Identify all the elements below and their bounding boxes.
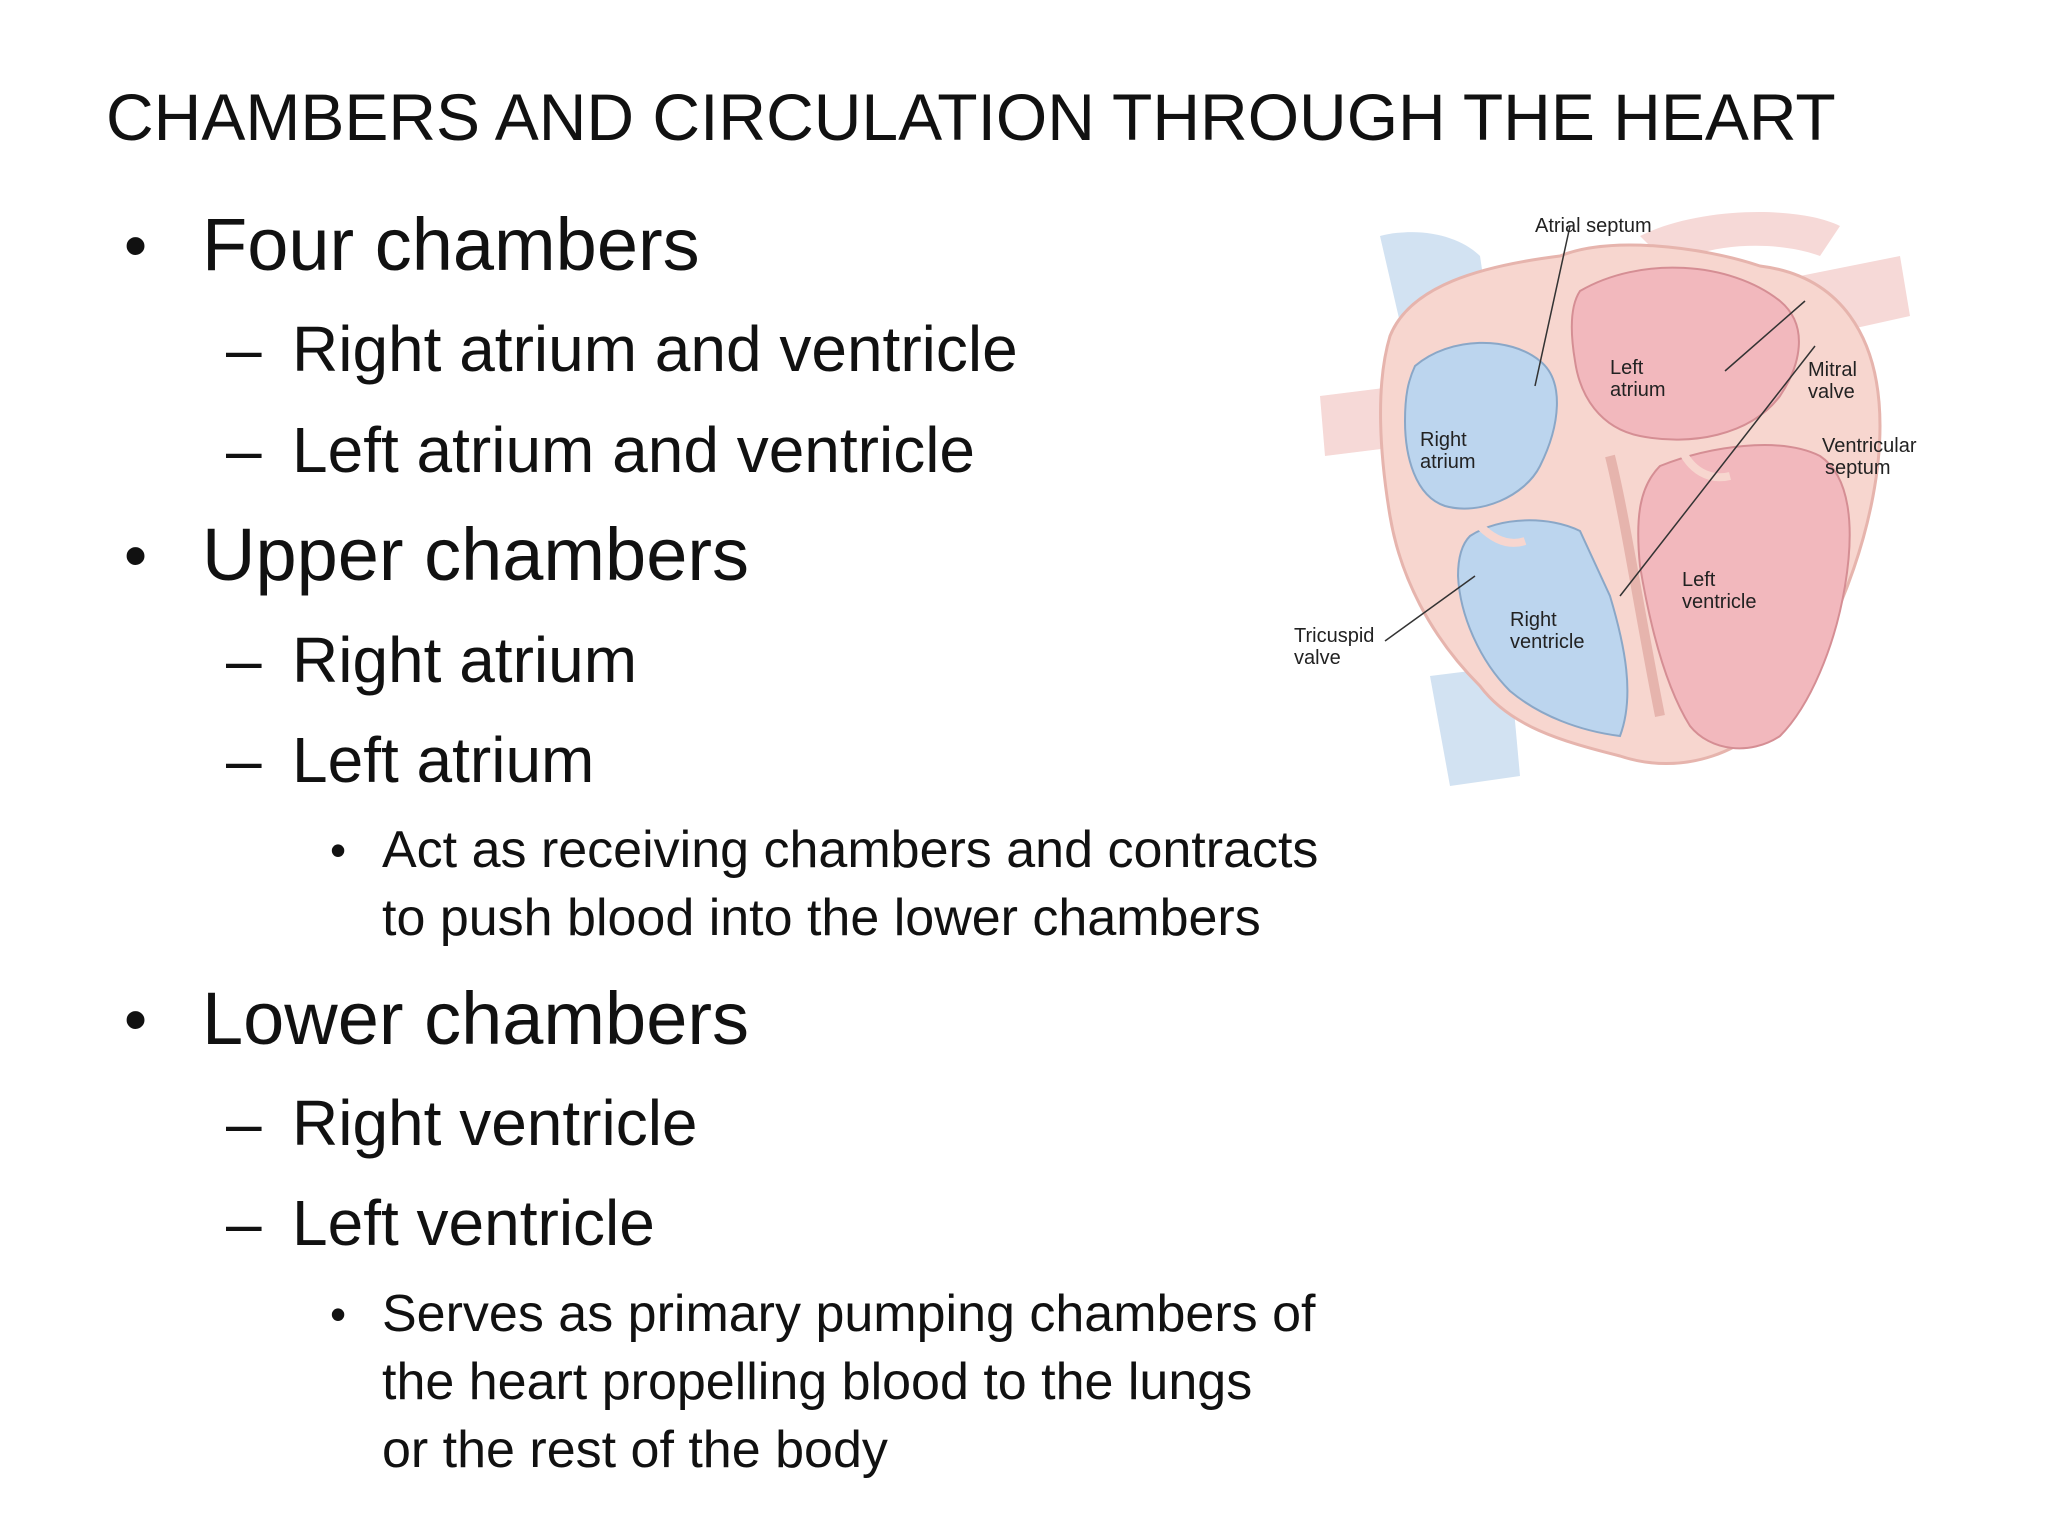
bullet-icon: • bbox=[124, 208, 148, 282]
dash-icon: – bbox=[226, 1187, 262, 1259]
label-mitral-1: Mitral bbox=[1808, 359, 1857, 381]
dash-icon: – bbox=[226, 313, 262, 385]
ventricular-septum-shape bbox=[1605, 454, 1665, 717]
leader-lines bbox=[1384, 225, 1816, 642]
label-tricuspid-2: valve bbox=[1294, 647, 1341, 669]
sub-bullet-text: Right ventricle bbox=[292, 1087, 698, 1159]
tricuspid-valve-shape bbox=[1477, 523, 1527, 547]
slide-title: CHAMBERS AND CIRCULATION THROUGH THE HEA… bbox=[106, 80, 1836, 154]
leader-tricuspid bbox=[1384, 575, 1476, 642]
right-ventricle-shape bbox=[1456, 519, 1629, 738]
bullet-icon: • bbox=[124, 518, 148, 592]
sub-sub-bullet-text: Act as receiving chambers and contracts bbox=[382, 821, 1319, 879]
heart-diagram: Atrial septum Left atrium Mitral valve R… bbox=[1294, 212, 1917, 786]
bullet-icon: • bbox=[330, 1288, 347, 1340]
dash-icon: – bbox=[226, 414, 262, 486]
sub-sub-bullet-text: or the rest of the body bbox=[382, 1421, 888, 1479]
bullet-icon: • bbox=[330, 824, 347, 876]
bullet-text: Four chambers bbox=[202, 203, 700, 286]
left-atrium-shape bbox=[1570, 266, 1800, 441]
bullet-icon: • bbox=[124, 982, 148, 1056]
leader-mitral bbox=[1724, 300, 1806, 372]
sub-bullet-text: Right atrium and ventricle bbox=[292, 313, 1018, 385]
leader-ventricular-septum bbox=[1619, 345, 1816, 597]
label-left-atrium-2: atrium bbox=[1610, 379, 1666, 401]
label-right-ventricle-1: Right bbox=[1510, 609, 1557, 631]
dash-icon: – bbox=[226, 724, 262, 796]
label-mitral-2: valve bbox=[1808, 381, 1855, 403]
sub-bullet-text: Right atrium bbox=[292, 624, 637, 696]
leader-atrial-septum bbox=[1534, 225, 1571, 387]
mitral-valve-shape bbox=[1676, 444, 1731, 482]
sub-bullet-text: Left ventricle bbox=[292, 1187, 655, 1259]
label-ventricular-septum-1: Ventricular bbox=[1822, 435, 1917, 457]
label-right-atrium-2: atrium bbox=[1420, 451, 1476, 473]
label-right-atrium-1: Right bbox=[1420, 429, 1467, 451]
sub-bullet-text: Left atrium and ventricle bbox=[292, 414, 975, 486]
label-left-ventricle-1: Left bbox=[1682, 569, 1716, 591]
dash-icon: – bbox=[226, 624, 262, 696]
dash-icon: – bbox=[226, 1087, 262, 1159]
label-right-ventricle-2: ventricle bbox=[1510, 631, 1584, 653]
bullet-text: Upper chambers bbox=[202, 513, 750, 596]
label-left-atrium-1: Left bbox=[1610, 357, 1644, 379]
label-left-ventricle-2: ventricle bbox=[1682, 591, 1756, 613]
sub-bullet-text: Left atrium bbox=[292, 724, 595, 796]
label-atrial-septum: Atrial septum bbox=[1535, 215, 1652, 237]
sub-sub-bullet-text: Serves as primary pumping chambers of bbox=[382, 1285, 1316, 1343]
left-ventricle-shape bbox=[1637, 444, 1851, 750]
bullet-text: Lower chambers bbox=[202, 977, 750, 1060]
label-tricuspid-1: Tricuspid bbox=[1294, 625, 1374, 647]
label-ventricular-septum-2: septum bbox=[1825, 457, 1891, 479]
right-atrium-shape bbox=[1403, 341, 1558, 510]
sub-sub-bullet-text: to push blood into the lower chambers bbox=[382, 889, 1261, 947]
sub-sub-bullet-text: the heart propelling blood to the lungs bbox=[382, 1353, 1253, 1411]
